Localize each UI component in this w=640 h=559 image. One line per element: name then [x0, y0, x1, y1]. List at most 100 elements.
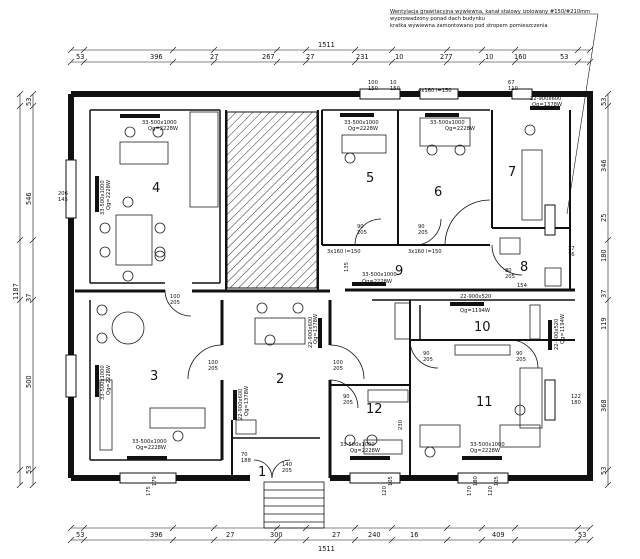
chair [366, 434, 378, 446]
desk [149, 407, 206, 429]
cabinet [519, 367, 543, 429]
top-dimensions: 1511 53 396 27 267 27 231 10 277 10 160 … [76, 41, 568, 61]
left-dim: 53 [25, 466, 33, 474]
door-swing [329, 379, 359, 409]
radiator-power: Qg=2228W [106, 180, 112, 210]
cabinet [529, 304, 541, 340]
door-swing [491, 244, 523, 276]
chair [292, 302, 304, 314]
opening-label: 175179 [146, 476, 158, 496]
note-leader-line [566, 13, 599, 215]
chair [154, 222, 166, 234]
dimension-lines [16, 46, 612, 544]
left-total-dim: 1187 [12, 283, 20, 300]
radiator-size: 33-500x1000 [344, 120, 379, 126]
room-number-3: 3 [150, 369, 158, 384]
radiator-power: Qg=2228W [445, 126, 475, 132]
room-number-6: 6 [434, 185, 442, 200]
room-number-8: 8 [520, 260, 528, 275]
door-swing [271, 459, 291, 479]
chair [96, 304, 108, 316]
cabinet [394, 302, 411, 340]
top-dim: 160 [514, 53, 527, 61]
opening-label: 154 [517, 283, 528, 289]
door-swing [329, 344, 365, 380]
radiator-size: 22-900x600 [308, 317, 314, 348]
chair [424, 446, 436, 458]
cabinet [235, 419, 257, 435]
right-dim: 53 [600, 98, 608, 106]
room-number-12: 12 [366, 402, 383, 417]
desk [341, 134, 387, 154]
radiator-labels: 33-500x1000 Qg=2228W 33-500x1000 Qg=2228… [100, 96, 566, 454]
radiator-power: Qg=2228W [106, 365, 112, 395]
radiator-size: 33-500x1000 [100, 365, 106, 400]
top-dim: 53 [560, 53, 568, 61]
right-dimensions: 53 346 25 180 37 119 368 53 [600, 98, 608, 475]
radiator-power: Qg=1194W [460, 308, 490, 314]
radiator-size: 33-500x1000 [340, 442, 375, 448]
right-dim: 368 [600, 399, 608, 412]
hatched-shaft-area [226, 111, 318, 289]
radiator-power: Qg=1378W [313, 314, 319, 344]
radiator [462, 456, 502, 460]
radiator [352, 282, 386, 286]
chair [122, 196, 134, 208]
doors [164, 199, 539, 479]
left-dim: 500 [25, 375, 33, 388]
radiator [530, 106, 560, 110]
radiator-power: Qg=2228W [348, 126, 378, 132]
chair [514, 404, 526, 416]
chair [344, 152, 356, 164]
window [65, 159, 77, 219]
bottom-dim: 27 [226, 531, 234, 539]
door-swing [509, 339, 539, 369]
left-dim: 37 [25, 294, 33, 302]
chair [99, 222, 111, 234]
desk [254, 317, 306, 345]
right-dim: 37 [600, 290, 608, 298]
room-number-5: 5 [366, 171, 374, 186]
room-number-7: 7 [508, 165, 516, 180]
top-dim: 396 [150, 53, 163, 61]
door-swing [164, 289, 192, 317]
top-dim: 277 [440, 53, 453, 61]
desk [119, 141, 169, 165]
right-dim: 346 [600, 159, 608, 172]
window [119, 472, 177, 484]
radiator-power: Qg=2228W [136, 445, 166, 451]
window [544, 379, 556, 421]
radiator [233, 390, 237, 420]
top-dim: 27 [306, 53, 314, 61]
bottom-dim: 53 [76, 531, 84, 539]
window [544, 204, 556, 236]
radiator [95, 176, 99, 212]
radiator [318, 318, 322, 348]
radiator-size: 33-500x1000 [362, 272, 397, 278]
meeting-table [115, 214, 153, 266]
note-line-2: wyprowadzony ponad dach budynku [390, 16, 485, 22]
bottom-dimensions: 53 396 27 300 27 240 16 409 53 1511 [76, 531, 586, 553]
top-total-dim: 1511 [318, 41, 335, 49]
radiator [340, 113, 374, 117]
radiator-size: 33-500x1000 [142, 120, 177, 126]
room-numbers: 1 2 3 4 5 6 7 8 9 10 11 12 [150, 165, 528, 480]
right-dim: 53 [600, 467, 608, 475]
note-line-3: kratka wywiewna zamontowano pod stropem … [390, 23, 548, 29]
cabinet [99, 379, 113, 451]
top-dim: 10 [485, 53, 493, 61]
radiator-size: 22-900x520 [460, 294, 491, 300]
door-swing [444, 199, 491, 246]
desk [419, 424, 461, 448]
chair [426, 144, 438, 156]
radiator-power: Qg=2228W [148, 126, 178, 132]
top-dim: 10 [395, 53, 403, 61]
top-dim: 27 [210, 53, 218, 61]
